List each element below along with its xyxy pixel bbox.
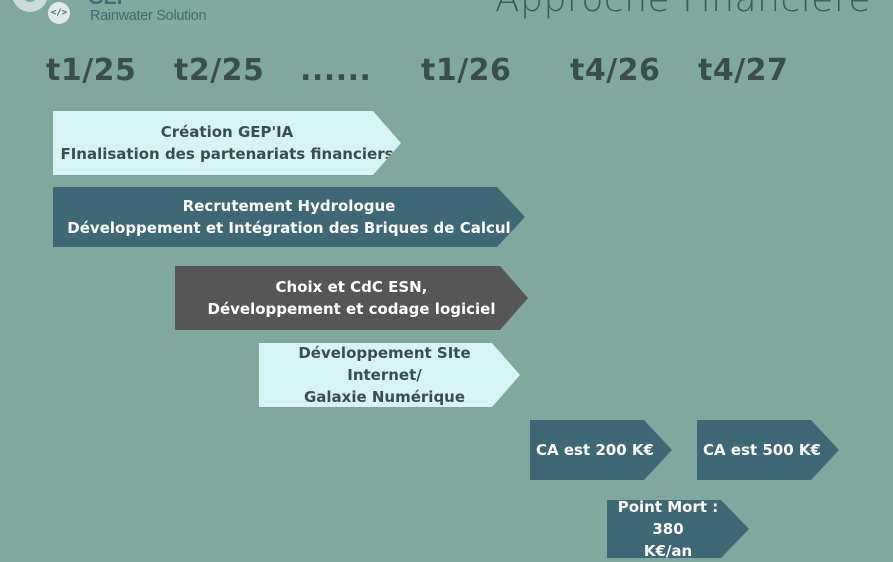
timeline-label-t4-27: t4/27 [698, 53, 789, 88]
step-label: Création GEP'IA FInalisation des partena… [60, 123, 394, 163]
step-arrow-esn: Choix et CdC ESN, Développement et codag… [175, 266, 528, 330]
step-label: Développement SIte Internet/ Galaxie Num… [298, 344, 471, 406]
logo: </> GEP Rainwater Solution [0, 0, 230, 26]
milestone-label: CA est 500 K€ [703, 441, 821, 459]
timeline-label-t2-25: t2/25 [174, 53, 265, 88]
brand-tagline: Rainwater Solution [90, 8, 207, 24]
milestone-ca-500: CA est 500 K€ [697, 420, 839, 480]
gear-logo-icon [13, 0, 47, 12]
timeline-label-t1-26: t1/26 [421, 53, 512, 88]
milestone-label: CA est 200 K€ [536, 441, 654, 459]
timeline-label-ellipsis: ...... [300, 53, 372, 88]
timeline-label-t1-25: t1/25 [46, 53, 137, 88]
page-title: Approche Financière [495, 0, 871, 20]
step-label: Choix et CdC ESN, Développement et codag… [207, 278, 496, 318]
milestone-label: Point Mort : 380 K€/an [617, 498, 719, 560]
timeline-label-t4-26: t4/26 [570, 53, 661, 88]
step-label: Recrutement Hydrologue Développement et … [67, 197, 511, 237]
milestone-point-mort: Point Mort : 380 K€/an [607, 500, 749, 558]
brand-name: GEP [88, 0, 130, 8]
step-arrow-creation: Création GEP'IA FInalisation des partena… [53, 111, 401, 175]
step-arrow-site-internet: Développement SIte Internet/ Galaxie Num… [259, 343, 520, 407]
step-arrow-recrutement: Recrutement Hydrologue Développement et … [53, 187, 525, 247]
code-icon: </> [48, 2, 70, 24]
milestone-ca-200: CA est 200 K€ [530, 420, 672, 480]
